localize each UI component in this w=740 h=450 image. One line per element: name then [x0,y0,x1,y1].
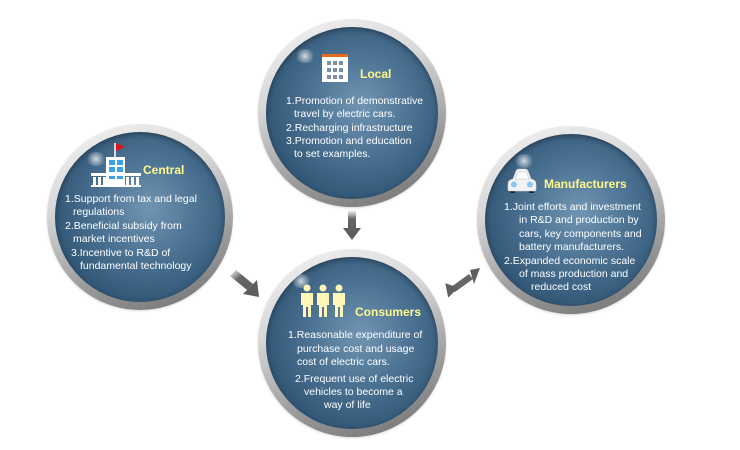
list-item: 2.Recharging infrastructure [286,122,413,134]
list-item: 1.Reasonable expenditure of [288,329,423,341]
node-central: Central 1.Support from tax and legal reg… [47,124,233,310]
arrow-central-to-consumers [230,270,259,297]
list-item: 2.Beneficial subsidy from [65,220,182,232]
list-item: 2.Frequent use of electric [295,373,414,385]
list-item: vehicles to become a [304,386,403,398]
list-item: 3.Promotion and education [286,135,412,147]
list-item: of mass production and [519,268,629,280]
node-title: Consumers [355,305,422,319]
car-icon [507,168,537,193]
node-title: Manufacturers [544,177,627,191]
sphere-face: Consumers 1.Reasonable expenditure of pu… [266,257,438,429]
list-item: 3.Incentive to R&D of [71,247,171,259]
sphere-face: Local 1.Promotion of demonstrative trave… [266,27,438,199]
gloss-highlight [513,154,535,168]
node-title: Local [360,67,392,81]
list-item: cars, key components and [519,228,642,240]
arrow-local-to-consumers [343,210,361,240]
node-title: Central [143,163,185,177]
list-item: 1.Joint efforts and investment [504,201,641,213]
list-item: in R&D and production by [519,214,639,226]
list-item: 2.Expanded economic scale [504,255,636,267]
list-item: way of life [324,399,371,411]
list-item: market incentives [73,233,155,245]
node-consumers: Consumers 1.Reasonable expenditure of pu… [258,249,446,437]
list-item: battery manufacturers. [519,241,625,253]
people-group-icon [301,284,345,317]
list-item: regulations [73,206,125,218]
list-item: 1.Support from tax and legal [65,193,197,205]
node-manufacturers: Manufacturers 1.Joint efforts and invest… [477,126,665,314]
gloss-highlight [290,274,312,288]
list-item: cost of electric cars. [297,356,390,368]
list-item: fundamental technology [80,260,192,272]
arrow-manufacturers-consumers-bidirectional [445,268,480,298]
list-item: to set examples. [294,148,371,160]
list-item: reduced cost [531,281,592,293]
sphere-face: Central 1.Support from tax and legal reg… [55,132,225,302]
gloss-highlight [85,152,107,166]
list-item: travel by electric cars. [294,108,396,120]
sphere-face: Manufacturers 1.Joint efforts and invest… [485,134,657,306]
gloss-highlight [294,49,316,63]
node-local: Local 1.Promotion of demonstrative trave… [258,19,446,207]
government-building-flag-icon [91,143,141,187]
list-item: 1.Promotion of demonstrative [286,95,424,107]
list-item: purchase cost and usage [297,343,415,355]
office-building-icon [322,54,348,82]
